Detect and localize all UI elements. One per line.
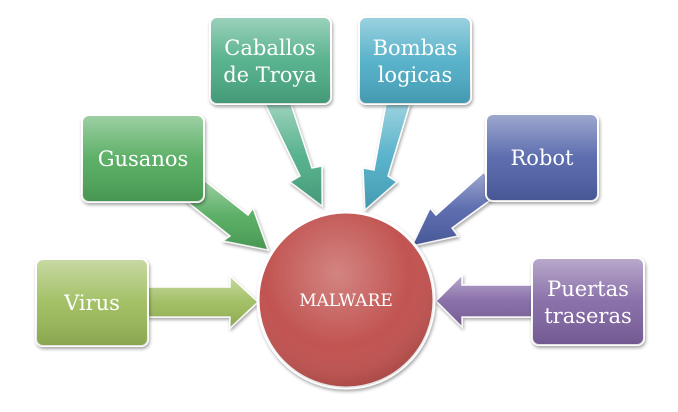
node-gusanos-label: Gusanos — [98, 147, 189, 171]
node-puertas-label-line2: traseras — [544, 304, 632, 328]
node-bombas — [358, 16, 472, 105]
node-bombas-label-line2: logicas — [378, 63, 453, 87]
node-robot — [485, 113, 599, 202]
node-virus-label: Virus — [63, 291, 120, 315]
node-puertas — [531, 257, 645, 346]
arrow-robot — [410, 170, 497, 248]
arrow-bombas — [362, 103, 412, 212]
node-gusanos — [81, 114, 205, 203]
node-robot-label: Robot — [511, 146, 575, 170]
arrow-virus — [147, 274, 260, 330]
node-puertas-label-line1: Puertas — [547, 277, 629, 301]
node-bombas-label-line1: Bombas — [373, 36, 458, 60]
arrow-caballos — [263, 103, 323, 208]
arrow-gusanos — [184, 178, 270, 251]
node-caballos-label-line1: Caballos — [224, 36, 315, 60]
malware-label: MALWARE — [299, 291, 393, 311]
arrow-puertas — [434, 273, 533, 329]
arrows — [147, 103, 533, 330]
node-virus — [35, 258, 149, 347]
malware-circle — [256, 210, 436, 390]
node-caballos-label-line2: de Troya — [223, 63, 317, 87]
node-caballos — [209, 16, 332, 105]
